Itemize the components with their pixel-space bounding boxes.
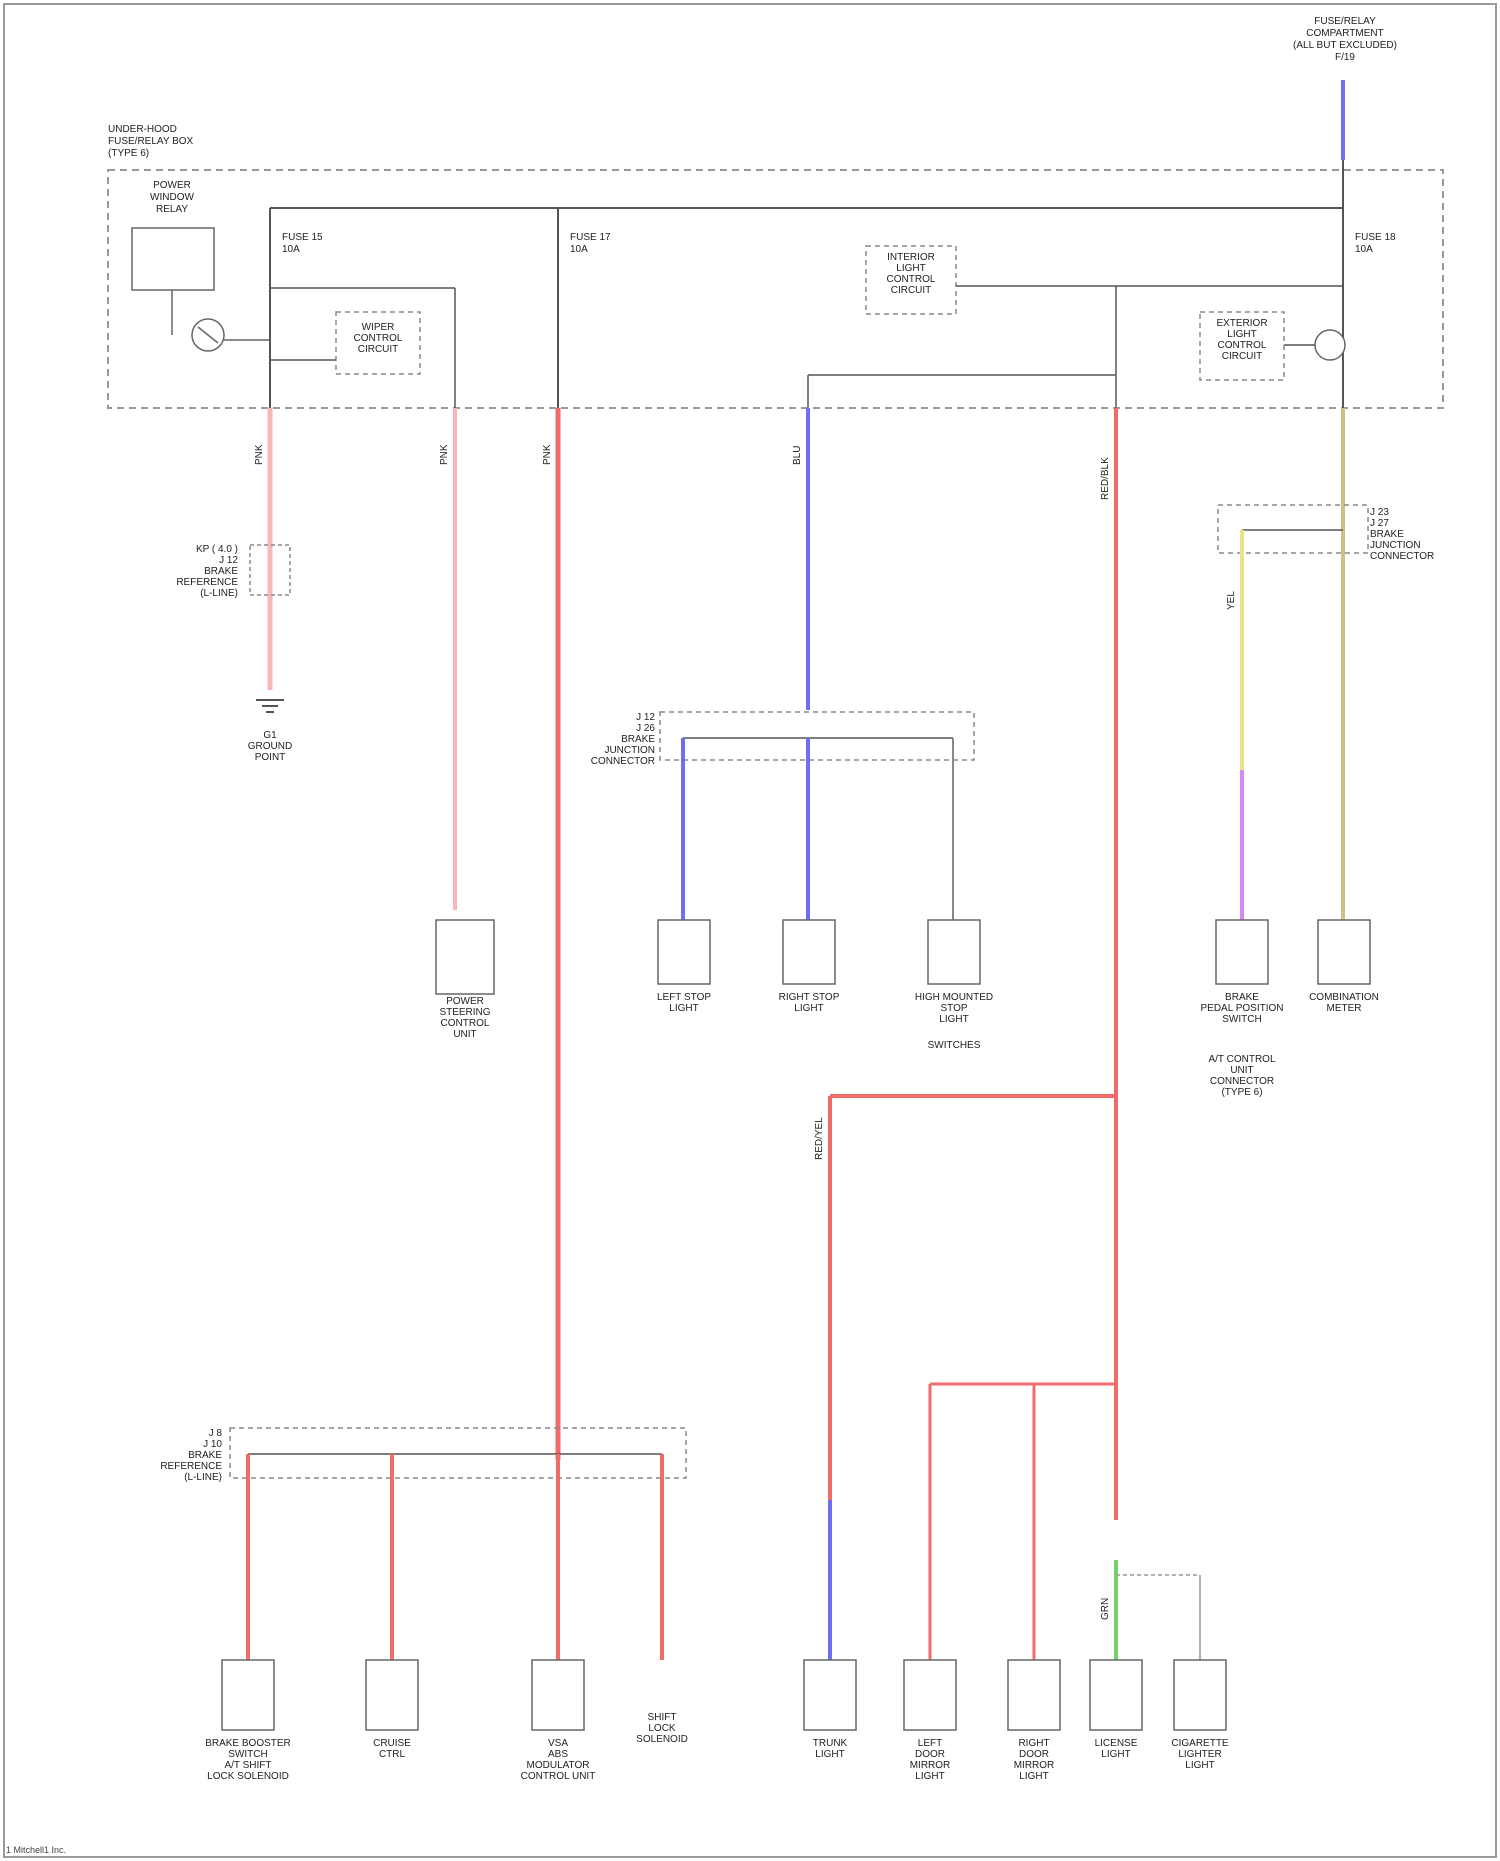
power-steering-unit xyxy=(436,920,494,994)
wire-code-8: RED/YEL xyxy=(814,1117,825,1160)
brake-pedal-switch xyxy=(1216,920,1268,984)
abs-modulator xyxy=(532,1660,584,1730)
wire-code-1: PNK xyxy=(254,444,265,465)
license-light xyxy=(1090,1660,1142,1730)
cigarette-light xyxy=(1174,1660,1226,1730)
wire-code-2: PNK xyxy=(439,444,450,465)
high-mount-stop-light xyxy=(928,920,980,984)
outer-frame xyxy=(4,4,1496,1857)
wire-code-5: RED/BLK xyxy=(1100,457,1111,500)
switches-note: SWITCHES xyxy=(928,1040,981,1051)
wire-code-3: PNK xyxy=(542,444,553,465)
exterior-switch-icon xyxy=(1315,330,1345,360)
right-mirror-light xyxy=(1008,1660,1060,1730)
right-stop-light xyxy=(783,920,835,984)
cruise-control xyxy=(366,1660,418,1730)
wire-code-7: GRN xyxy=(1100,1598,1111,1620)
mid-splice-box xyxy=(660,712,974,760)
combination-meter xyxy=(1318,920,1370,984)
left-stop-light xyxy=(658,920,710,984)
power-relay-coil-box xyxy=(132,228,214,290)
left-mirror-light xyxy=(904,1660,956,1730)
wire-code-4: BLU xyxy=(792,446,803,465)
underhood-dashed-box xyxy=(108,170,1443,408)
wire-code-6: YEL xyxy=(1226,591,1237,610)
brake-booster-switch xyxy=(222,1660,274,1730)
trunk-light xyxy=(804,1660,856,1730)
footer-credit: 1 Mitchell1 Inc. xyxy=(6,1845,66,1855)
bottom-splice-box xyxy=(230,1428,686,1478)
